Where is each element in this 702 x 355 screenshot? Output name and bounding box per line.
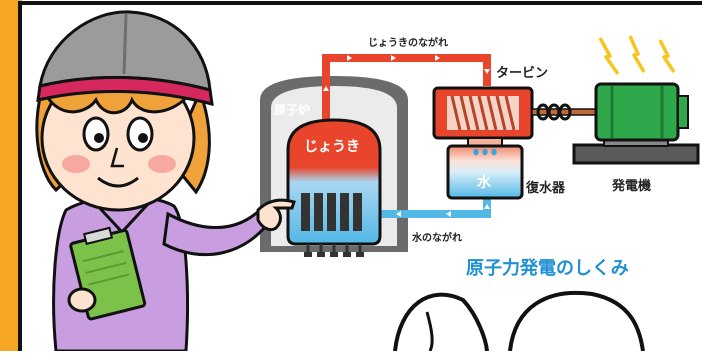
girl-arm — [162, 205, 274, 257]
lightning-icons — [598, 35, 676, 76]
shaft-coils — [536, 103, 572, 121]
diagram-title: 原子力発電のしくみ — [466, 258, 629, 279]
label-steam-flow: じょうきのながれ — [368, 38, 448, 49]
notebook-clip — [82, 226, 114, 246]
bottom-figure-right — [508, 291, 645, 352]
girl-cheek-left — [62, 155, 90, 173]
condenser-drops — [473, 148, 497, 156]
girl-pupil-left — [94, 133, 104, 143]
water-pipe — [375, 198, 491, 218]
steam-flow-arrows — [323, 55, 490, 91]
girl-pupil-right — [138, 133, 148, 143]
label-water-flow: 水のながれ — [412, 233, 462, 244]
label-turbine: タービン — [496, 66, 549, 81]
girl-cap-seam — [122, 13, 128, 75]
girl-character — [35, 10, 296, 353]
generator-end-cap — [677, 95, 689, 129]
girl-cheek-right — [148, 155, 176, 173]
turbine-shaft — [531, 108, 605, 116]
fuel-rods — [301, 193, 362, 231]
girl-nose — [110, 147, 124, 168]
label-water: 水 — [477, 175, 491, 191]
control-rod-caps — [304, 252, 364, 257]
turbine-blades — [450, 95, 516, 131]
condenser — [446, 144, 524, 200]
generator-body — [594, 82, 680, 142]
bottom-figure-left-fold — [425, 311, 434, 352]
generator-base — [572, 143, 700, 165]
generator-stripes — [610, 86, 664, 138]
label-condenser: 復水器 — [526, 181, 566, 196]
water-flow-arrows — [396, 204, 490, 217]
bottom-figure-left — [393, 292, 489, 352]
orange-side-bar — [0, 0, 22, 351]
label-reactor: 原子炉 — [274, 103, 311, 117]
label-steam: じょうき — [304, 139, 360, 155]
girl-cap-band — [36, 75, 214, 107]
girl-hand — [256, 198, 296, 232]
label-generator: 発電機 — [612, 179, 652, 194]
girl-hand-left — [67, 287, 97, 313]
girl-mouth — [97, 176, 139, 188]
